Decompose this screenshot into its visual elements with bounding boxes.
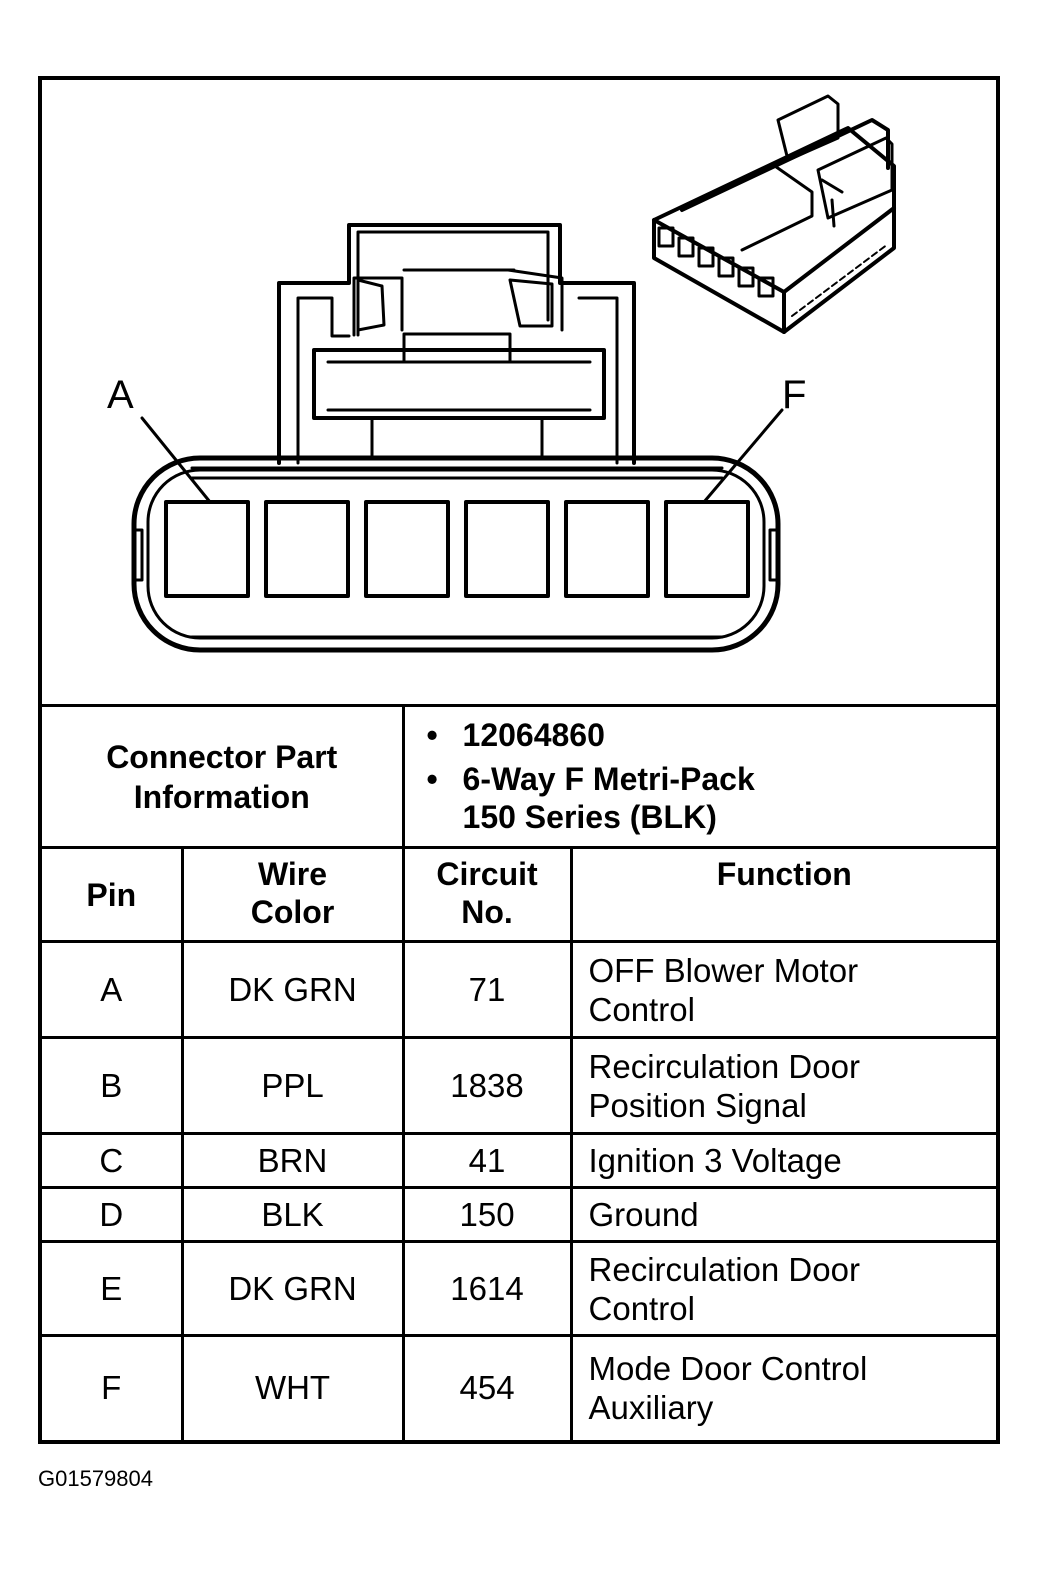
body-side-notches: [132, 528, 780, 582]
wire-color-cell: BLK: [180, 1186, 405, 1243]
circuit-cell: 41: [401, 1132, 573, 1189]
wire-color-cell: PPL: [180, 1036, 405, 1135]
circuit-cell: 1838: [401, 1036, 573, 1135]
circuit-cell: 454: [401, 1334, 573, 1440]
latch-base-inner: [326, 332, 592, 412]
latch-inner: [296, 296, 636, 465]
pin-cell: C: [42, 1132, 184, 1189]
latch-outer: [277, 223, 636, 465]
header-circuit: Circuit No.: [401, 846, 573, 943]
latch-inner-right: [577, 296, 619, 465]
table-row: F WHT 454 Mode Door Control Auxiliary: [42, 1334, 997, 1440]
connector-figure-frame: A F Connector Part Information: [38, 76, 1000, 1444]
latch-stem: [370, 416, 544, 460]
connector-drawing: A F: [107, 94, 896, 653]
wire-color-cell: BRN: [180, 1132, 405, 1189]
wire-color-cell: DK GRN: [180, 940, 405, 1039]
function-cell: Recirculation Door Position Signal: [569, 1036, 997, 1135]
connector-iso-view: [652, 94, 896, 334]
table-row: C BRN 41 Ignition 3 Voltage: [42, 1132, 997, 1189]
function-cell: Mode Door Control Auxiliary: [569, 1334, 997, 1440]
latch-tab-right-shade: [508, 278, 554, 328]
leader-a: [140, 416, 212, 504]
connector-info-item: • 6-Way F Metri-Pack 150 Series (BLK): [426, 760, 755, 835]
latch-base: [312, 348, 606, 420]
bullet-icon: •: [426, 760, 438, 797]
pin-label-f: F: [782, 373, 806, 417]
connector-info-row: Connector Part Information • 12064860 • …: [42, 704, 997, 849]
table-row: D BLK 150 Ground: [42, 1186, 997, 1243]
header-row: Pin Wire Color Circuit No. Function: [42, 846, 997, 943]
leader-f: [702, 408, 784, 504]
wire-color-cell: DK GRN: [180, 1240, 405, 1337]
body-top-rail: [190, 466, 724, 639]
function-cell: Ground: [569, 1186, 997, 1243]
connector-body-inner: [146, 468, 766, 640]
header-pin: Pin: [42, 846, 184, 943]
circuit-cell: 1614: [401, 1240, 573, 1337]
cavity-b: [264, 500, 350, 598]
table-row: A DK GRN 71 OFF Blower Motor Control: [42, 940, 997, 1039]
cavity-d: [464, 500, 550, 598]
pin-cell: D: [42, 1186, 184, 1243]
pin-cell: A: [42, 940, 184, 1039]
figure-id-caption: G01579804: [38, 1466, 153, 1491]
connector-info-list: • 12064860 • 6-Way F Metri-Pack 150 Seri…: [401, 704, 997, 849]
cavity-a: [164, 500, 250, 598]
pin-label-a: A: [107, 373, 134, 417]
cavity-e: [564, 500, 650, 598]
function-cell: Recirculation Door Control: [569, 1240, 997, 1337]
pin-cell: E: [42, 1240, 184, 1337]
bullet-icon: •: [426, 716, 438, 753]
function-cell: OFF Blower Motor Control: [569, 940, 997, 1039]
connector-info-item: • 12064860: [426, 716, 605, 753]
table-row: B PPL 1838 Recirculation Door Position S…: [42, 1036, 997, 1135]
function-cell: Ignition 3 Voltage: [569, 1132, 997, 1189]
cavity-c: [364, 500, 450, 598]
connector-body-outer: [131, 455, 781, 653]
circuit-cell: 71: [401, 940, 573, 1039]
wire-color-cell: WHT: [180, 1334, 405, 1440]
latch-tab-left-shade: [356, 278, 386, 332]
latch-tabs: [352, 268, 564, 337]
cavity-f: [664, 500, 750, 598]
pin-cell: B: [42, 1036, 184, 1135]
pinout-table: Connector Part Information • 12064860 • …: [42, 704, 997, 1440]
circuit-cell: 150: [401, 1186, 573, 1243]
header-wire-color: Wire Color: [180, 846, 405, 943]
pin-cell: F: [42, 1334, 184, 1440]
table-row: E DK GRN 1614 Recirculation Door Control: [42, 1240, 997, 1337]
connector-info-label: Connector Part Information: [42, 704, 405, 849]
header-function: Function: [569, 846, 997, 943]
